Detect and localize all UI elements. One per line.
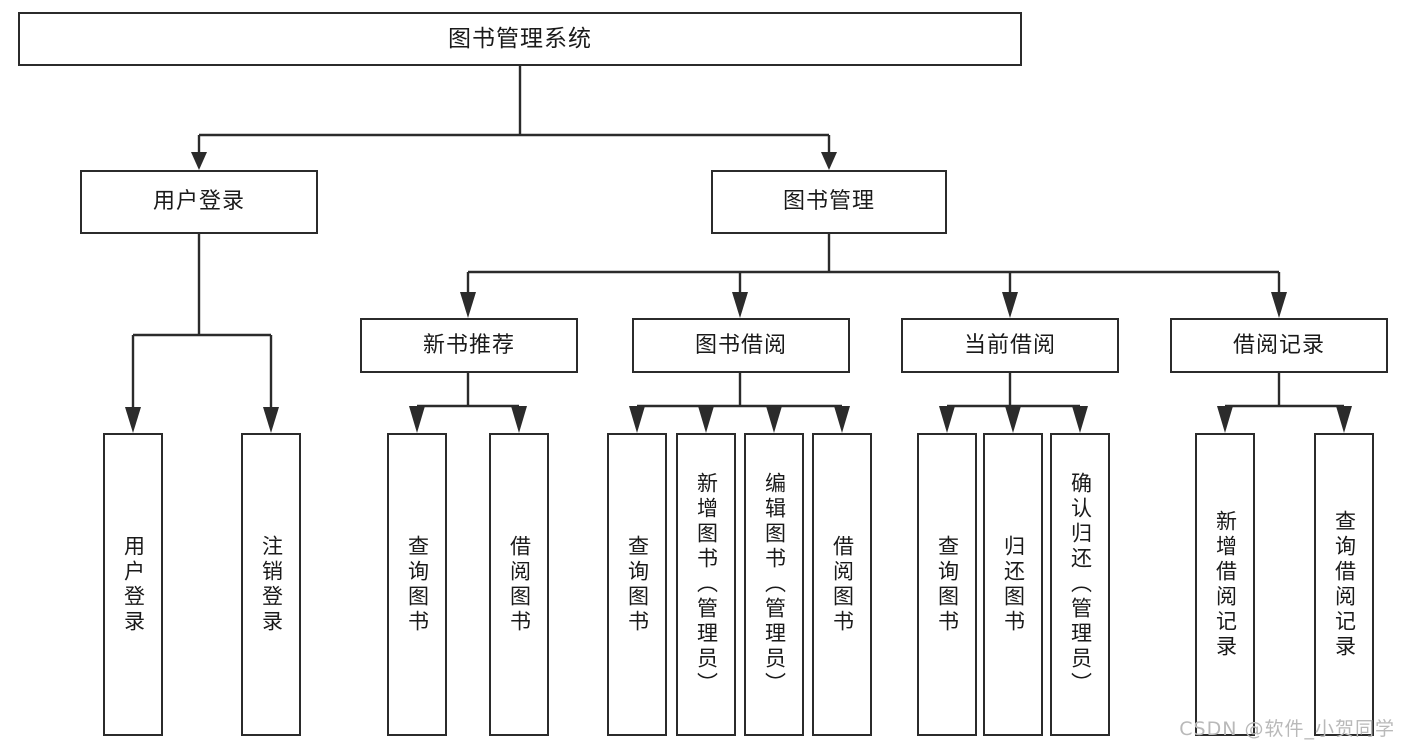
leaf-label: 借阅图书: [507, 534, 532, 635]
node-borrow-record[interactable]: 借阅记录: [1170, 318, 1388, 373]
arrow-borrow-leaf-1: [629, 406, 645, 433]
leaf-label: 注销登录: [259, 534, 284, 635]
node-user-login[interactable]: 用户登录: [80, 170, 318, 234]
arrow-bookmanage-level3-2: [732, 292, 748, 318]
node-label: 用户登录: [152, 189, 245, 214]
leaf-user-login-login[interactable]: 用户登录: [103, 433, 163, 736]
node-label: 图书管理系统: [448, 25, 592, 52]
node-label: 当前借阅: [963, 332, 1056, 358]
leaf-label: 查询图书: [625, 534, 650, 635]
node-root-system[interactable]: 图书管理系统: [18, 12, 1022, 66]
leaf-book-borrow-query[interactable]: 查询图书: [607, 433, 667, 736]
leaf-label: 新增图书（管理员）: [694, 472, 719, 697]
leaf-book-borrow-borrow[interactable]: 借阅图书: [812, 433, 872, 736]
node-label: 借阅记录: [1232, 332, 1325, 358]
leaf-book-borrow-add[interactable]: 新增图书（管理员）: [676, 433, 736, 736]
leaf-label: 查询图书: [405, 534, 430, 635]
leaf-label: 新增借阅记录: [1213, 509, 1238, 660]
node-label: 图书借阅: [694, 332, 787, 358]
node-label: 新书推荐: [422, 332, 515, 358]
leaf-current-borrow-return[interactable]: 归还图书: [983, 433, 1043, 736]
leaf-label: 编辑图书（管理员）: [762, 472, 787, 697]
leaf-new-book-query[interactable]: 查询图书: [387, 433, 447, 736]
arrow-current-leaf-2: [1005, 406, 1021, 433]
arrow-borrow-leaf-3: [766, 406, 782, 433]
arrow-bookmanage-level3-1: [460, 292, 476, 318]
node-book-management[interactable]: 图书管理: [711, 170, 947, 234]
arrow-root-to-user-login: [191, 152, 207, 170]
arrow-current-leaf-1: [939, 406, 955, 433]
arrow-current-leaf-3: [1072, 406, 1088, 433]
leaf-label: 借阅图书: [830, 534, 855, 635]
node-book-borrow[interactable]: 图书借阅: [632, 318, 850, 373]
leaf-new-book-borrow[interactable]: 借阅图书: [489, 433, 549, 736]
node-current-borrow[interactable]: 当前借阅: [901, 318, 1119, 373]
leaf-label: 用户登录: [121, 534, 146, 635]
arrow-record-leaf-2: [1336, 406, 1352, 433]
watermark-text: CSDN @软件_小贺同学: [1179, 718, 1395, 740]
arrow-bookmanage-level3-3: [1002, 292, 1018, 318]
arrow-userlogin-leaf-1: [125, 407, 141, 433]
arrow-bookmanage-level3-4: [1271, 292, 1287, 318]
arrow-userlogin-leaf-2: [263, 407, 279, 433]
leaf-current-borrow-confirm[interactable]: 确认归还（管理员）: [1050, 433, 1110, 736]
leaf-book-borrow-edit[interactable]: 编辑图书（管理员）: [744, 433, 804, 736]
arrow-borrow-leaf-4: [834, 406, 850, 433]
leaf-label: 确认归还（管理员）: [1068, 472, 1093, 697]
leaf-label: 查询借阅记录: [1332, 509, 1357, 660]
arrow-newbook-leaf-1: [409, 406, 425, 433]
leaf-borrow-record-add[interactable]: 新增借阅记录: [1195, 433, 1255, 736]
arrow-root-to-book-manage: [821, 152, 837, 170]
leaf-current-borrow-query[interactable]: 查询图书: [917, 433, 977, 736]
arrow-record-leaf-1: [1217, 406, 1233, 433]
leaf-label: 查询图书: [935, 534, 960, 635]
leaf-label: 归还图书: [1001, 534, 1026, 635]
node-label: 图书管理: [782, 189, 875, 214]
node-new-book-recommend[interactable]: 新书推荐: [360, 318, 578, 373]
leaf-user-login-logout[interactable]: 注销登录: [241, 433, 301, 736]
arrow-newbook-leaf-2: [511, 406, 527, 433]
leaf-borrow-record-query[interactable]: 查询借阅记录: [1314, 433, 1374, 736]
arrow-borrow-leaf-2: [698, 406, 714, 433]
